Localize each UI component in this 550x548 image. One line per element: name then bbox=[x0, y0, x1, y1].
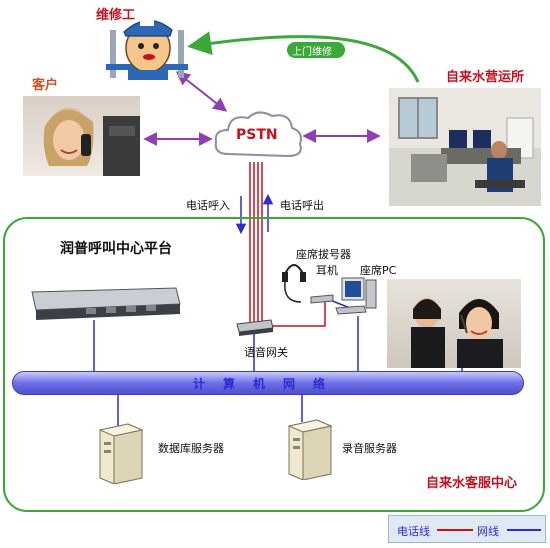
platform-title: 润普呼叫中心平台 bbox=[60, 241, 172, 257]
rec-server-label: 录音服务器 bbox=[342, 442, 397, 455]
seat-pc-icon bbox=[335, 277, 377, 315]
voice-gateway-label: 语音网关 bbox=[244, 346, 288, 359]
customer-label: 客户 bbox=[32, 78, 59, 93]
network-bus: 计算机网络 bbox=[12, 371, 524, 395]
rack-server-icon bbox=[31, 287, 181, 320]
call-in-label: 电话呼入 bbox=[186, 199, 230, 212]
phone-line-gateway-dialer bbox=[270, 302, 326, 327]
db-server-label: 数据库服务器 bbox=[158, 442, 224, 455]
customer-photo bbox=[23, 96, 140, 176]
legend-box: 电话线 网线 bbox=[388, 515, 546, 543]
rec-server-icon bbox=[287, 419, 333, 480]
db-server-icon bbox=[98, 423, 144, 484]
network-bus-label: 计算机网络 bbox=[192, 377, 343, 391]
legend-phone-line-swatch bbox=[437, 529, 473, 531]
arrow-onsite-repair bbox=[187, 31, 420, 83]
seat-dialer-label: 座席拔号器 bbox=[296, 248, 351, 261]
pstn-label: PSTN bbox=[236, 127, 278, 143]
repairman-icon bbox=[106, 19, 188, 80]
pstn-cloud-icon bbox=[214, 111, 302, 158]
seat-pc-label: 座席PC bbox=[360, 264, 397, 277]
repairman-label: 维修工 bbox=[96, 8, 136, 23]
headset-label: 耳机 bbox=[316, 264, 338, 277]
headset-icon bbox=[282, 264, 306, 303]
service-center-label: 自来水客服中心 bbox=[426, 476, 518, 491]
seat-dialer-icon bbox=[310, 294, 334, 304]
water-company-photo bbox=[389, 88, 541, 206]
water-company-label: 自来水营运所 bbox=[446, 70, 525, 85]
legend-network-line-label: 网线 bbox=[477, 525, 499, 538]
onsite-repair-tag bbox=[287, 42, 345, 58]
onsite-repair-label: 上门维修 bbox=[292, 47, 332, 58]
legend-network-line-swatch bbox=[507, 529, 541, 531]
arrow-repairman-pstn bbox=[175, 71, 228, 112]
voice-gateway-icon bbox=[236, 319, 274, 336]
call-out-label: 电话呼出 bbox=[280, 199, 324, 212]
service-center-frame bbox=[3, 217, 545, 512]
legend-phone-line-label: 电话线 bbox=[397, 525, 430, 538]
agents-photo bbox=[387, 279, 521, 368]
